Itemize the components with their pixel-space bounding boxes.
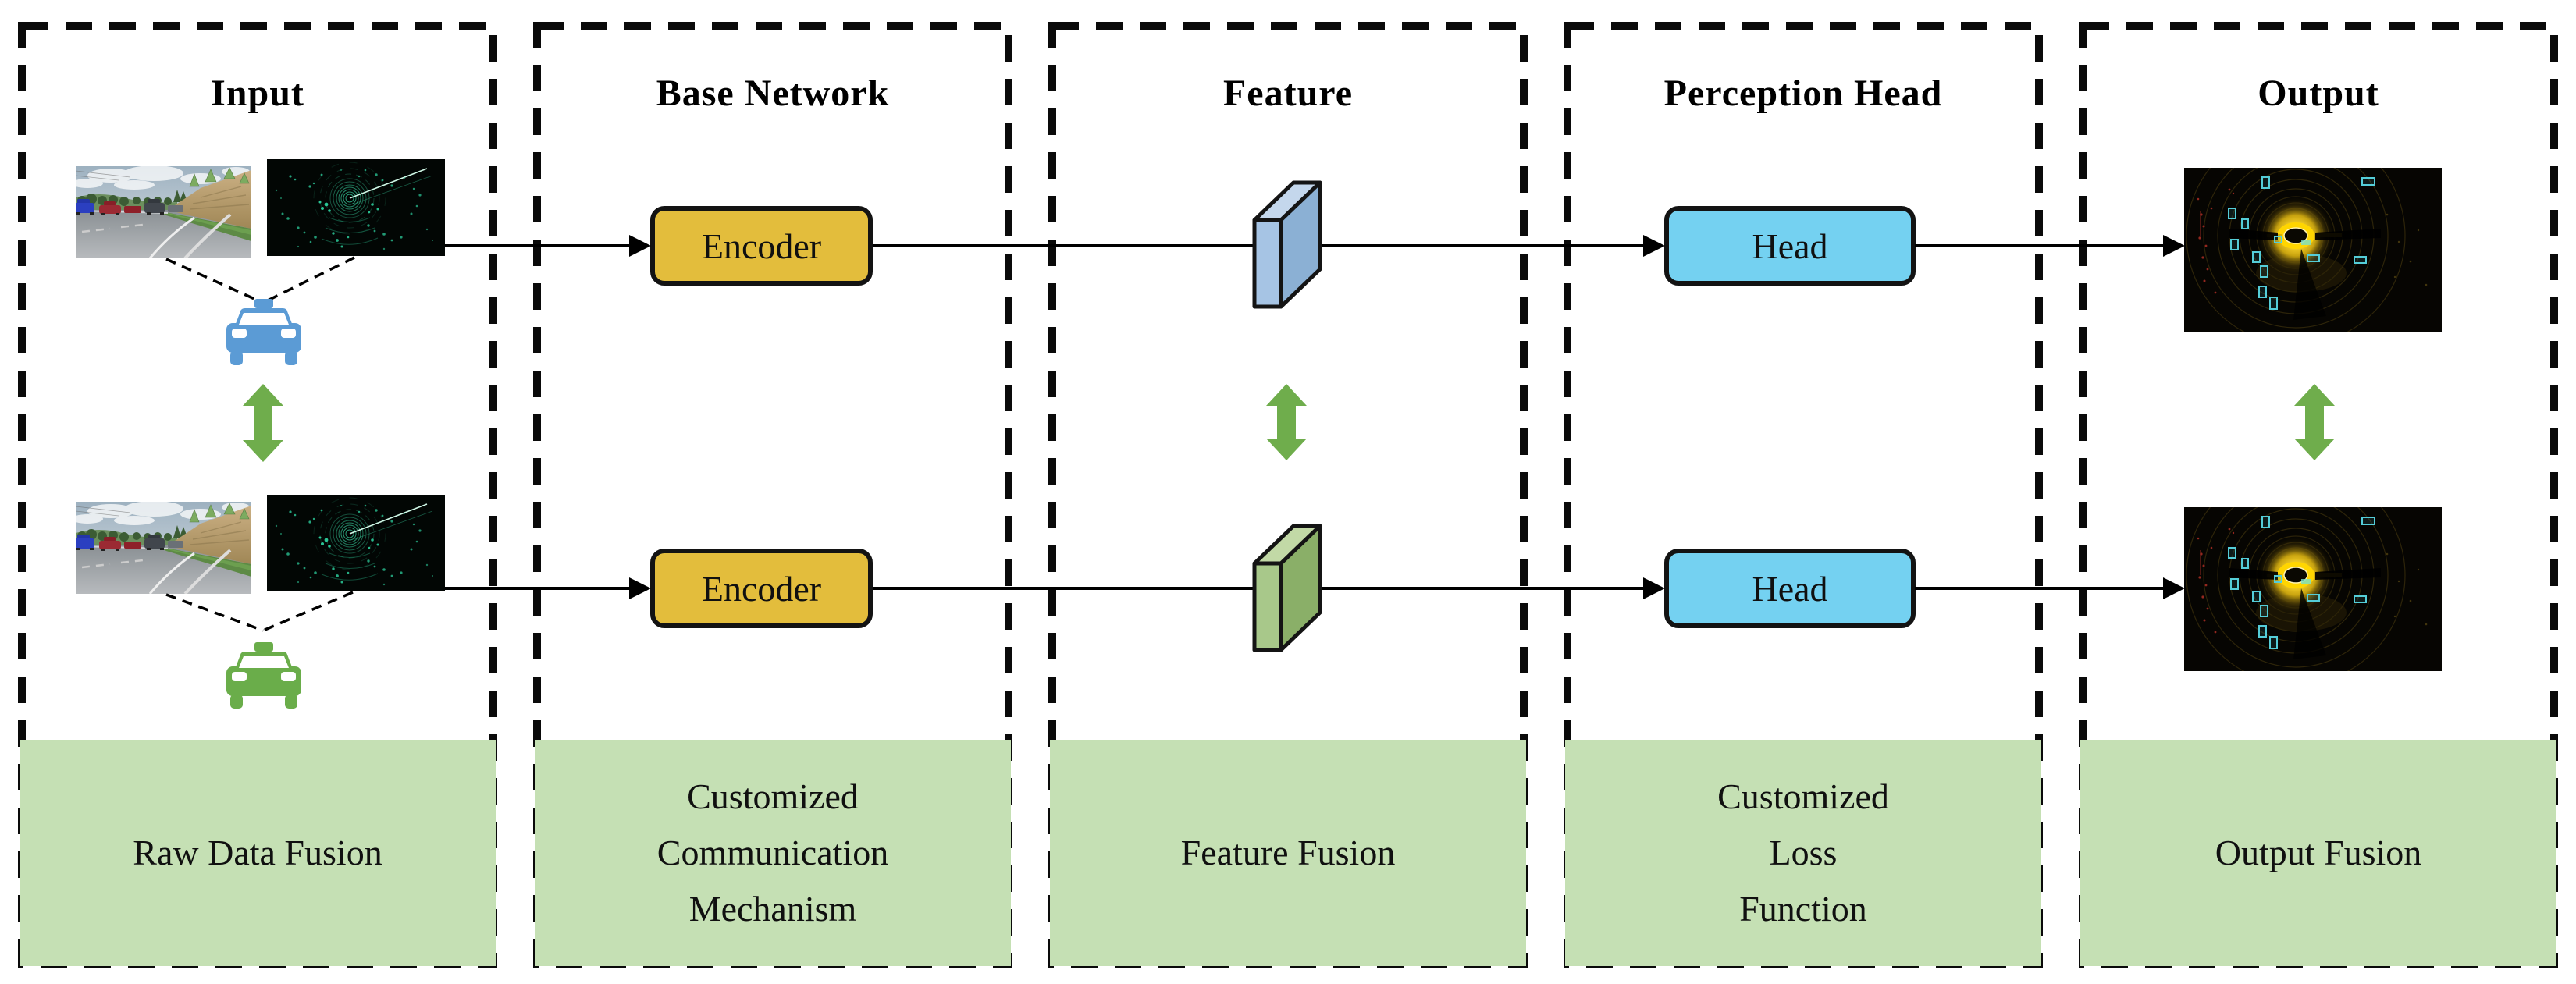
banner-line: Output Fusion (2215, 833, 2422, 872)
banner-customized-loss: Customized Loss Function (1565, 740, 2041, 966)
banner-line: Customized (1717, 776, 1889, 816)
panel-title-perception-head: Perception Head (1663, 73, 1943, 114)
panel-title-output: Output (2258, 73, 2379, 114)
dashed-border (1048, 22, 1528, 968)
dashed-border (1564, 22, 2043, 968)
panel-perception-head: Perception Head Customized Loss Function (1564, 22, 2043, 968)
dashed-border (18, 22, 497, 968)
output-bev-image-collab (2184, 507, 2442, 671)
panel-base-network: Base Network Customized Communication Me… (533, 22, 1012, 968)
banner-output-fusion: Output Fusion (2080, 740, 2556, 966)
output-bev-image-ego (2184, 168, 2442, 332)
banner-line: Function (1739, 889, 1867, 929)
head-box-ego: Head (1664, 206, 1916, 286)
banner-line: Communication (656, 833, 889, 872)
panel-output: Output Output Fusion (2079, 22, 2558, 968)
banner-line: Loss (1769, 833, 1838, 872)
panel-title-base-network: Base Network (656, 73, 890, 114)
dashed-border (533, 22, 1012, 968)
banner-feature-fusion: Feature Fusion (1050, 740, 1526, 966)
encoder-box-ego: Encoder (650, 206, 873, 286)
lidar-image-ego (267, 159, 445, 256)
banner-line: Customized (687, 776, 859, 816)
banner-line: Feature Fusion (1180, 833, 1396, 872)
banner-line: Mechanism (688, 889, 857, 929)
lidar-image-collab (267, 495, 445, 591)
panel-title-input: Input (211, 73, 304, 114)
head-box-collab: Head (1664, 549, 1916, 628)
panel-feature: Feature Feature Fusion (1048, 22, 1528, 968)
camera-image-collab (76, 502, 251, 594)
camera-image-ego (76, 166, 251, 258)
panel-input: Input Raw Data Fusion (18, 22, 497, 968)
panel-title-feature: Feature (1222, 73, 1354, 114)
dashed-border (2079, 22, 2558, 968)
banner-line: Raw Data Fusion (133, 833, 382, 872)
banner-customized-communication: Customized Communication Mechanism (535, 740, 1011, 966)
banner-raw-data-fusion: Raw Data Fusion (20, 740, 496, 966)
encoder-box-collab: Encoder (650, 549, 873, 628)
